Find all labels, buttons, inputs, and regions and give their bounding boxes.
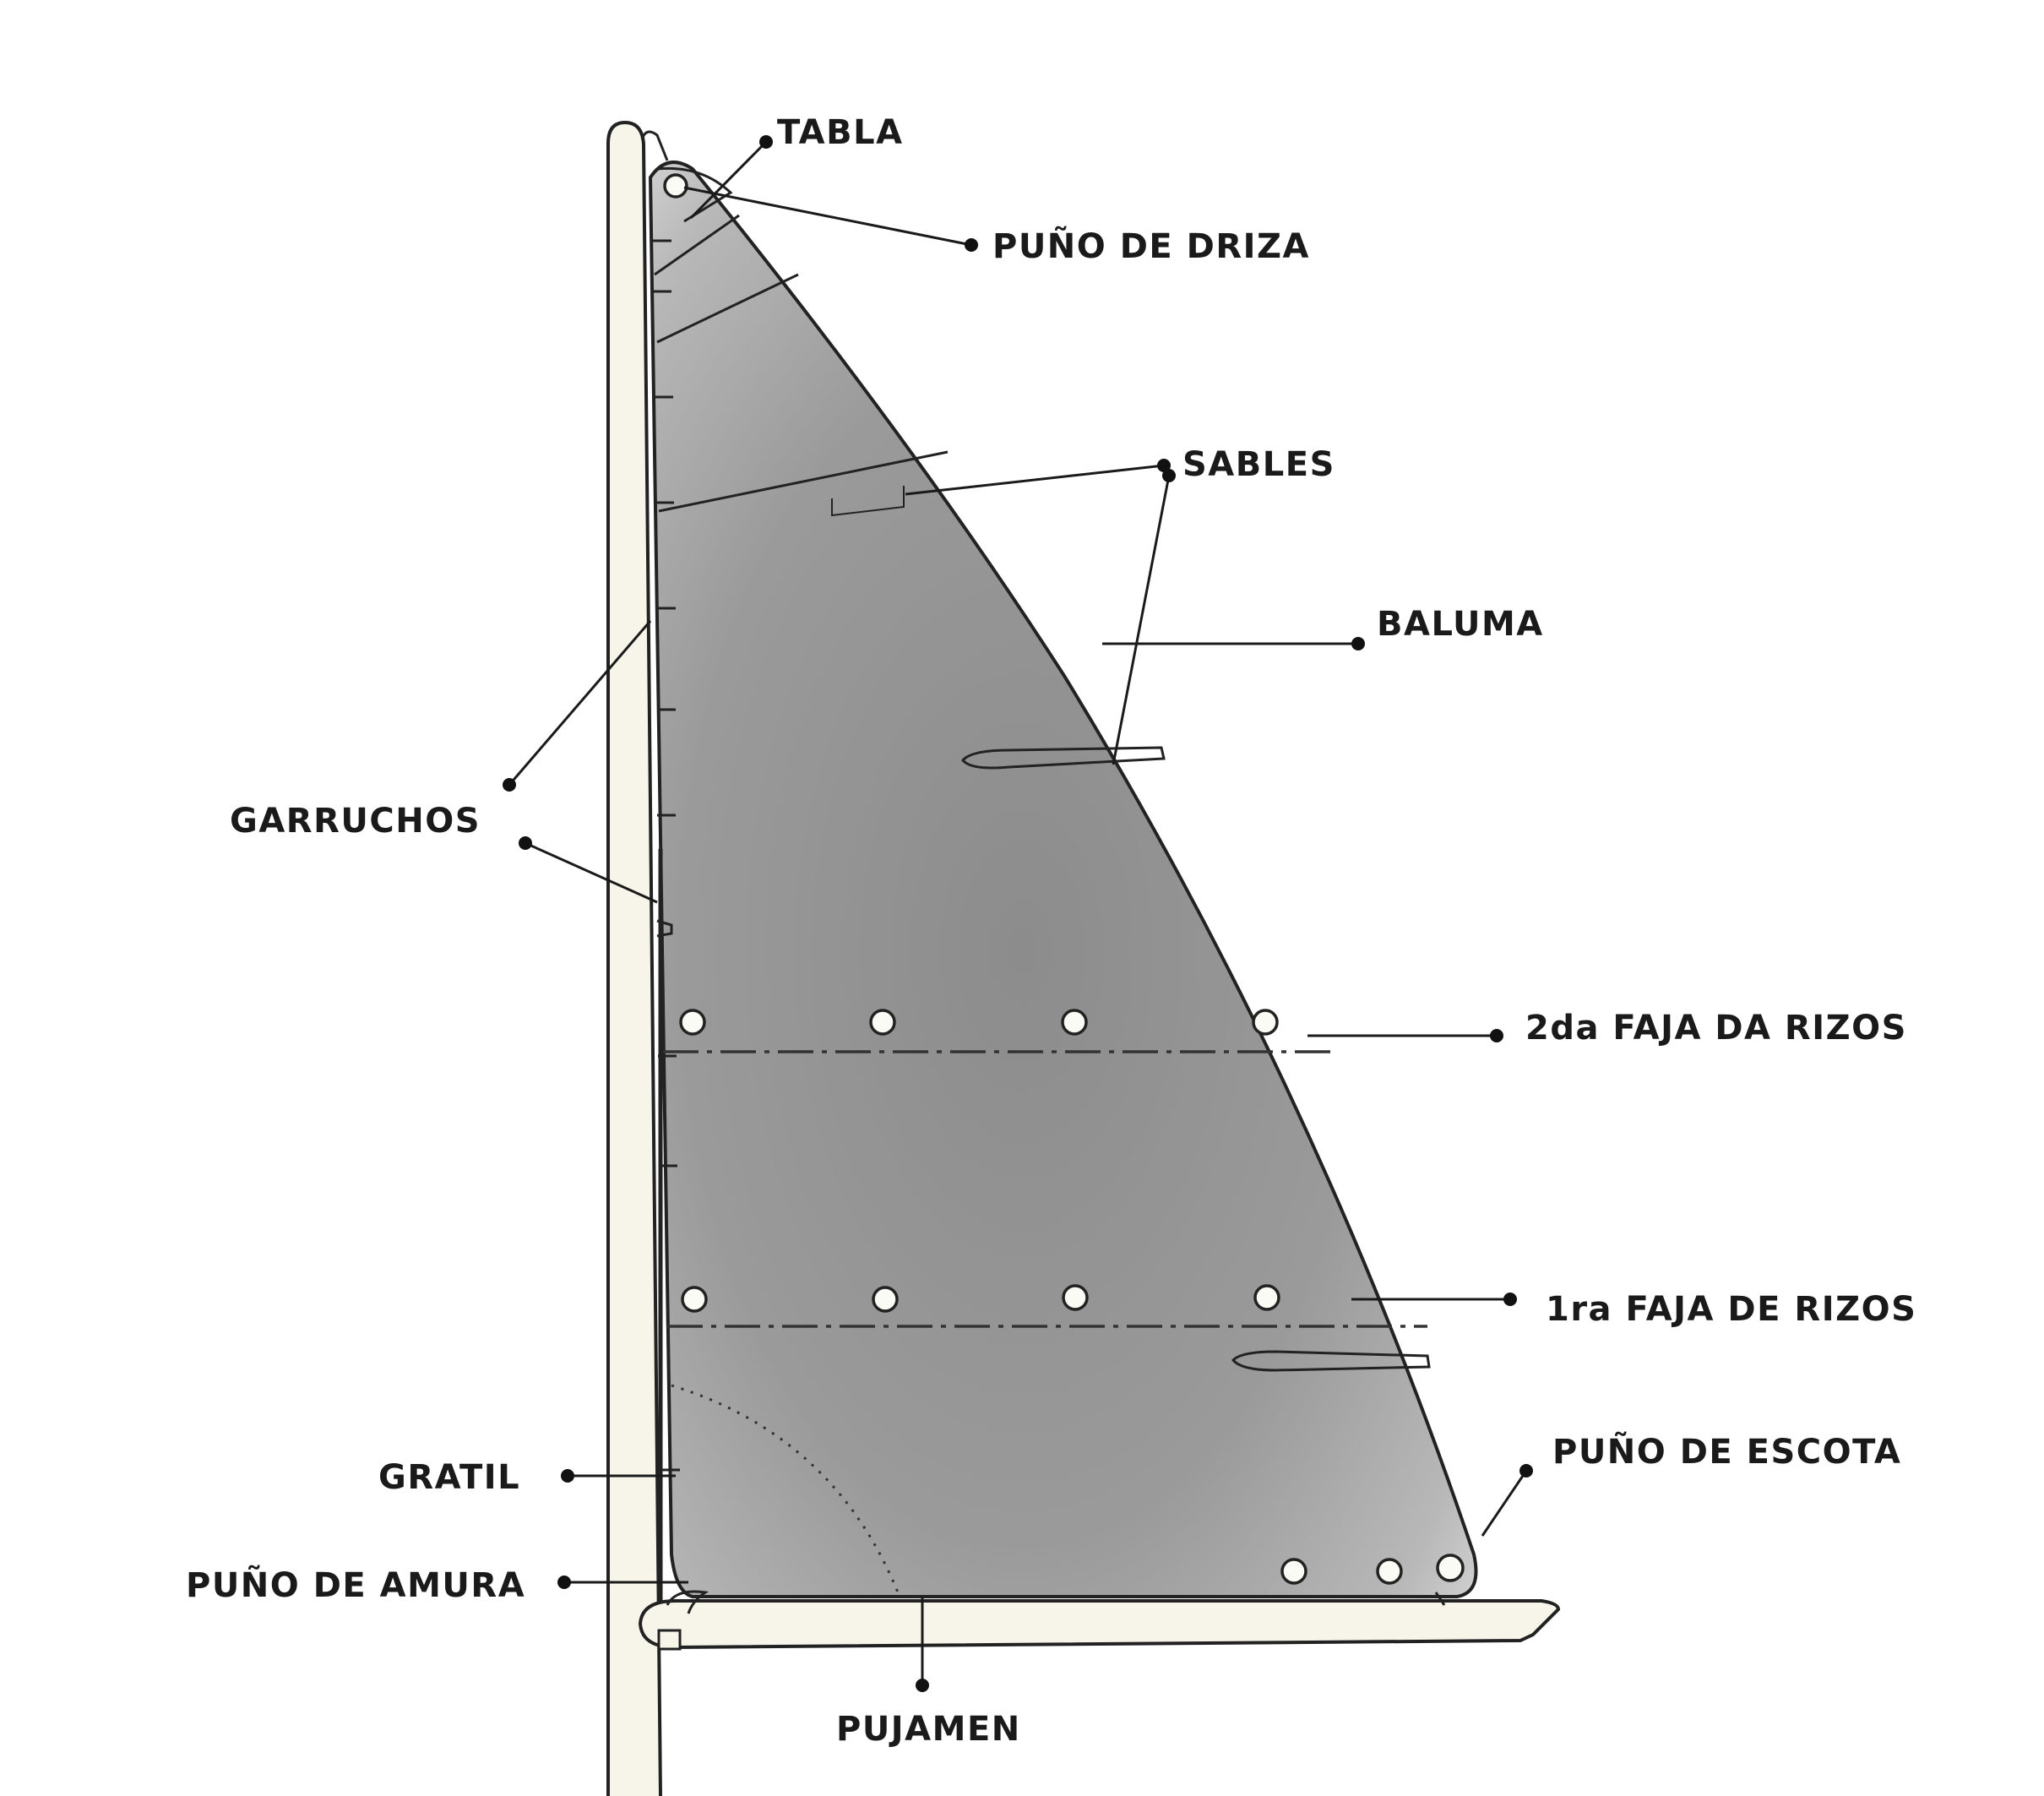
tabla-dot — [759, 135, 773, 149]
pujamen-dot — [916, 1679, 929, 1692]
driza-dot — [965, 238, 978, 252]
label-puno-de-amura: PUÑO DE AMURA — [186, 1565, 525, 1605]
batten-3-pocket — [831, 486, 905, 517]
sables-dot-2 — [1162, 469, 1176, 482]
label-puno-de-driza: PUÑO DE DRIZA — [992, 226, 1310, 266]
sables-dot-1 — [1157, 459, 1171, 472]
batten-mid — [961, 746, 1166, 770]
leaders — [503, 135, 1533, 1692]
sail-body — [648, 161, 1478, 1598]
label-sables: SABLES — [1182, 445, 1335, 484]
clew-eyelet-1 — [1280, 1558, 1307, 1585]
amura-dot — [557, 1576, 571, 1589]
batten-1 — [654, 214, 740, 276]
reef-points-2 — [679, 1009, 1279, 1036]
clew-eyelet-2 — [1376, 1558, 1403, 1585]
label-pujamen: PUJAMEN — [836, 1710, 1021, 1749]
reef-points-1 — [681, 1284, 1280, 1313]
faja2-dot — [1490, 1029, 1503, 1042]
label-baluma: BALUMA — [1377, 605, 1544, 644]
mast — [606, 120, 669, 1796]
baluma-dot — [1351, 637, 1365, 650]
escota-dot — [1519, 1464, 1533, 1478]
faja1-dot — [1503, 1293, 1517, 1306]
label-puno-de-escota: PUÑO DE ESCOTA — [1552, 1431, 1901, 1472]
batten-2 — [656, 273, 799, 344]
mainsail — [648, 161, 1478, 1605]
batten-3 — [658, 450, 949, 513]
labels: TABLA PUÑO DE DRIZA SABLES BALUMA GARRUC… — [186, 113, 1916, 1749]
garruchos-dot-2 — [519, 836, 532, 850]
label-tabla: TABLA — [777, 113, 904, 152]
luff-slides — [653, 239, 680, 1605]
label-primera-faja: 1ra FAJA DE RIZOS — [1546, 1290, 1916, 1329]
head-board — [656, 166, 733, 223]
batten-low — [1231, 1350, 1431, 1372]
garruchos-dot-1 — [503, 778, 516, 792]
label-segunda-faja: 2da FAJA DA RIZOS — [1525, 1009, 1907, 1048]
head-eyelet — [663, 173, 688, 199]
gratil-dot — [561, 1469, 574, 1483]
label-gratil: GRATIL — [378, 1458, 520, 1497]
boom — [638, 1590, 1561, 1651]
label-garruchos: GARRUCHOS — [230, 802, 481, 841]
clew-eyelet-3 — [1436, 1554, 1465, 1582]
